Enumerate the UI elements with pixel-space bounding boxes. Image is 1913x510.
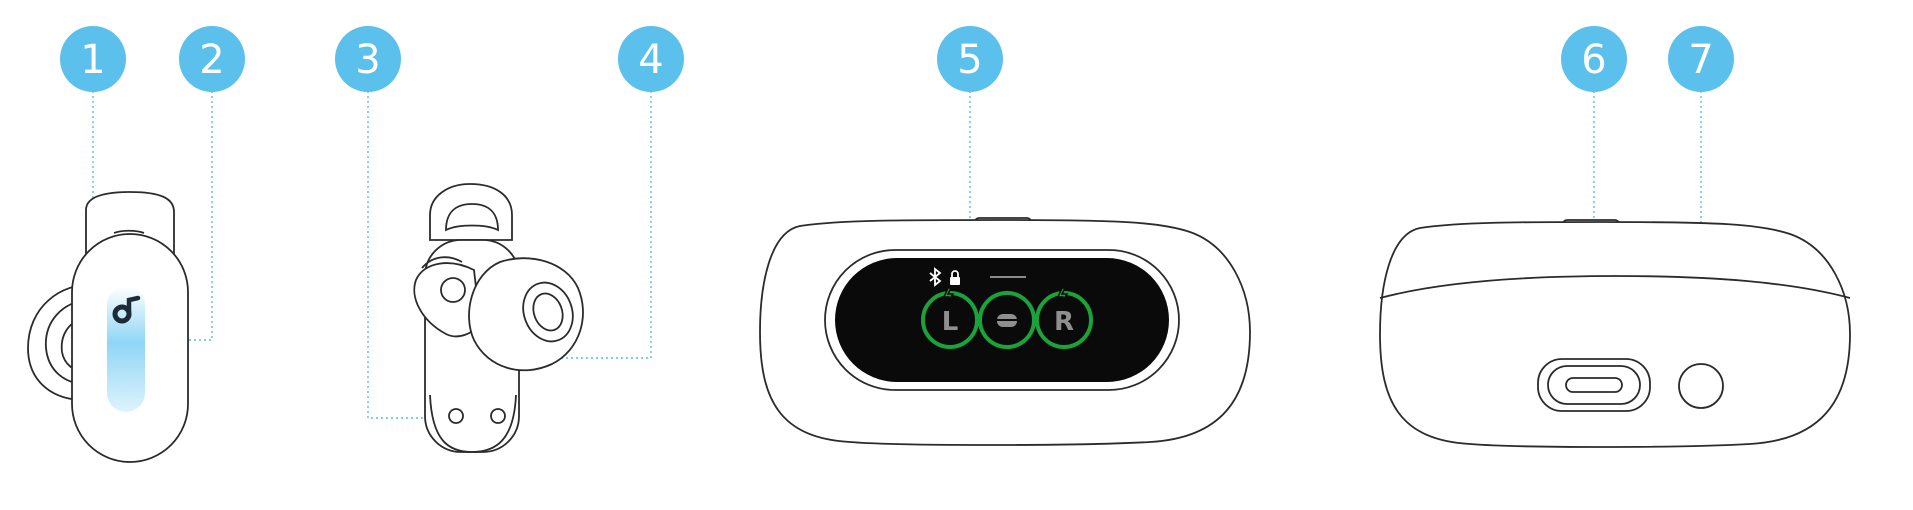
- callout-6: 6: [1561, 26, 1627, 92]
- lock-icon: [950, 270, 960, 285]
- pairing-button: [1678, 363, 1724, 409]
- microphone-slot: [113, 229, 145, 234]
- led-light-bar: [107, 286, 145, 412]
- ear-hook: [429, 183, 513, 241]
- callout-badges: 1 2 3 4 5 6 7: [60, 26, 1734, 92]
- earbud-front-view: [27, 191, 189, 463]
- right-earbud-label: R: [1054, 307, 1074, 337]
- callout-5-number: 5: [957, 37, 982, 83]
- case-battery-ring: [978, 291, 1036, 349]
- callout-7-number: 7: [1688, 37, 1713, 83]
- callout-4: 4: [618, 26, 684, 92]
- bluetooth-icon: [929, 267, 942, 287]
- right-earbud-battery-ring: R: [1035, 287, 1093, 349]
- case-icon: [997, 314, 1017, 327]
- callout-3: 3: [335, 26, 401, 92]
- lid-seam: [1379, 275, 1851, 299]
- callout-1: 1: [60, 26, 126, 92]
- callout-2: 2: [179, 26, 245, 92]
- callout-1-number: 1: [80, 37, 105, 83]
- charging-bolt-icon: [942, 287, 955, 306]
- brand-logo-icon: [112, 295, 141, 324]
- charging-contact-right: [490, 408, 506, 424]
- charging-bolt-icon: [1056, 287, 1069, 306]
- case-back-body: [1379, 221, 1851, 448]
- earbud-side-view: [413, 183, 584, 453]
- callout-4-number: 4: [638, 37, 663, 83]
- callout-5: 5: [937, 26, 1003, 92]
- charging-case-display-view: L R: [759, 217, 1251, 446]
- callout-7: 7: [1668, 26, 1734, 92]
- leader-4: [538, 86, 652, 359]
- status-line: [990, 276, 1026, 278]
- charging-contact-left: [448, 408, 464, 424]
- callout-6-number: 6: [1581, 37, 1606, 83]
- callout-2-number: 2: [199, 37, 224, 83]
- left-earbud-battery-ring: L: [921, 287, 979, 349]
- callout-3-number: 3: [355, 37, 380, 83]
- charging-case-back-view: [1379, 219, 1851, 448]
- left-earbud-label: L: [942, 307, 959, 337]
